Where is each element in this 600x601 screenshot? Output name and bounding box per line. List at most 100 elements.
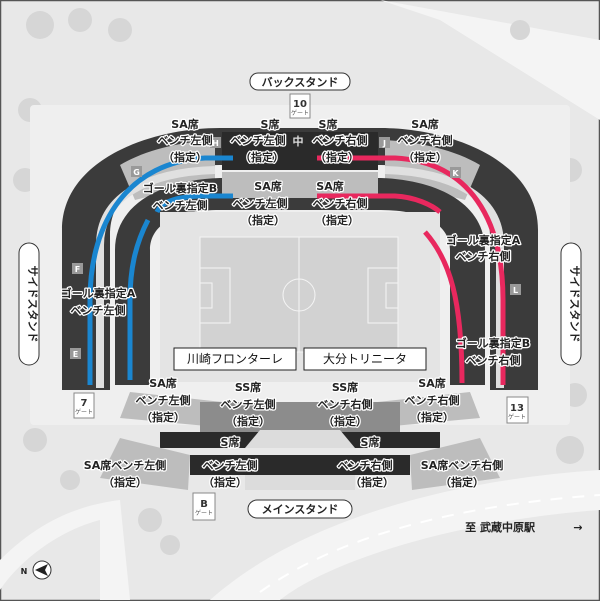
- svg-text:（指定）: （指定）: [203, 475, 247, 489]
- svg-text:SA席: SA席: [316, 179, 343, 193]
- main-stand-sign: メインスタンド: [247, 499, 353, 519]
- svg-text:ベンチ右側: ベンチ右側: [318, 397, 373, 411]
- svg-text:S席: S席: [221, 435, 240, 449]
- svg-text:S席: S席: [261, 117, 280, 131]
- svg-text:SS席: SS席: [235, 380, 261, 394]
- svg-text:SA席: SA席: [149, 376, 176, 390]
- svg-text:（指定）: （指定）: [163, 150, 207, 164]
- direction-musashi-nakahara: 至 武蔵中原駅 →: [465, 520, 582, 534]
- kawasaki-line-inner: [154, 193, 233, 214]
- svg-text:ゴール裏指定B: ゴール裏指定B: [456, 336, 530, 350]
- svg-text:ベンチ左側: ベンチ左側: [231, 133, 286, 147]
- road-bottom: [210, 470, 600, 600]
- svg-text:（指定）: （指定）: [315, 213, 359, 227]
- svg-text:（指定）: （指定）: [141, 410, 185, 424]
- oita-line-outer: [317, 155, 506, 385]
- side-stand-left-label: サイドスタンド: [26, 266, 39, 343]
- arrow-right-icon: →: [573, 521, 582, 534]
- kawasaki-line-inner-lower: [127, 218, 151, 380]
- side-stand-right-label: サイドスタンド: [568, 266, 581, 343]
- svg-text:（指定）: （指定）: [315, 150, 359, 164]
- svg-text:ベンチ左側: ベンチ左側: [136, 393, 191, 407]
- back-s-block[interactable]: [222, 132, 378, 170]
- inner-stand-ring: [115, 178, 485, 385]
- road-bottom-left: [0, 500, 130, 600]
- svg-text:ゲート: ゲート: [195, 509, 213, 517]
- svg-text:ベンチ右側: ベンチ右側: [466, 353, 521, 367]
- svg-text:（指定）: （指定）: [350, 475, 394, 489]
- svg-text:ゲート: ゲート: [291, 109, 309, 117]
- gate-13: 13 ゲート: [506, 396, 529, 424]
- svg-text:（指定）: （指定）: [323, 414, 367, 428]
- gate-b: B ゲート: [192, 492, 216, 521]
- back-stand-label: バックスタンド: [262, 76, 339, 89]
- main-ss-block[interactable]: [200, 402, 400, 432]
- main-stand-label: メインスタンド: [262, 503, 339, 516]
- oita-route: [317, 155, 506, 385]
- svg-text:SA席: SA席: [254, 179, 281, 193]
- svg-text:（指定）: （指定）: [240, 150, 284, 164]
- svg-text:ベンチ右側: ベンチ右側: [313, 196, 368, 210]
- team-away-label: 大分トリニータ: [323, 352, 407, 366]
- svg-text:ゲート: ゲート: [75, 408, 93, 416]
- svg-text:ベンチ右側: ベンチ右側: [456, 249, 511, 263]
- svg-text:ゴール裏指定A: ゴール裏指定A: [61, 286, 136, 300]
- svg-text:B: B: [200, 499, 208, 510]
- main-outer-center: [245, 475, 355, 490]
- main-vip-area: [245, 430, 355, 448]
- compass: N: [21, 560, 52, 580]
- svg-text:E: E: [73, 350, 78, 359]
- gate-7: 7 ゲート: [73, 392, 95, 419]
- north-label: N: [21, 567, 28, 576]
- svg-text:S席: S席: [361, 435, 380, 449]
- svg-text:SA席ベンチ右側: SA席ベンチ右側: [421, 458, 503, 472]
- svg-text:中: 中: [293, 134, 304, 148]
- svg-text:SA席: SA席: [411, 117, 438, 131]
- svg-text:（指定）: （指定）: [103, 475, 147, 489]
- svg-text:ベンチ左側: ベンチ左側: [71, 303, 126, 317]
- main-outer-sa-right-block[interactable]: [410, 438, 500, 490]
- svg-text:（指定）: （指定）: [410, 410, 454, 424]
- side-stand-left-sign: サイドスタンド: [18, 242, 40, 366]
- svg-text:13: 13: [510, 403, 524, 414]
- back-stand-sign: バックスタンド: [249, 72, 351, 91]
- svg-text:ベンチ右側: ベンチ右側: [338, 458, 393, 472]
- kawasaki-line-outer: [87, 155, 233, 385]
- north-arrow-icon: [35, 564, 48, 576]
- svg-text:SA席ベンチ左側: SA席ベンチ左側: [84, 458, 166, 472]
- direction-label: 至 武蔵中原駅: [465, 520, 535, 534]
- main-outer-s-block[interactable]: [190, 455, 410, 475]
- svg-text:ベンチ左側: ベンチ左側: [158, 133, 213, 147]
- gate-10: 10 ゲート: [289, 93, 311, 119]
- svg-text:（指定）: （指定）: [403, 150, 447, 164]
- road-top-right: [380, 0, 600, 120]
- main-outer-sa-left-block[interactable]: [100, 438, 190, 490]
- svg-text:ベンチ右側: ベンチ右側: [313, 133, 368, 147]
- kawasaki-route: [87, 155, 233, 385]
- outer-stand-ring: [62, 128, 538, 390]
- svg-text:ベンチ左側: ベンチ左側: [153, 198, 208, 212]
- svg-text:ゴール裏指定B: ゴール裏指定B: [143, 181, 217, 195]
- block-letters: G H J K F E L: [70, 137, 521, 359]
- oita-line-inner: [317, 193, 442, 214]
- svg-text:ベンチ左側: ベンチ左側: [203, 458, 258, 472]
- svg-text:SS席: SS席: [332, 380, 358, 394]
- svg-text:7: 7: [81, 398, 88, 409]
- svg-text:ゲート: ゲート: [508, 413, 526, 421]
- road-center-line: [259, 494, 600, 593]
- svg-text:G: G: [133, 168, 140, 177]
- svg-text:L: L: [513, 286, 518, 295]
- pitch: [199, 236, 399, 353]
- svg-text:F: F: [75, 265, 80, 274]
- svg-text:（指定）: （指定）: [440, 475, 484, 489]
- team-home-label: 川崎フロンターレ: [187, 352, 283, 366]
- svg-text:ベンチ右側: ベンチ右側: [405, 393, 460, 407]
- team-away-box: 大分トリニータ: [303, 347, 427, 371]
- svg-text:ベンチ左側: ベンチ左側: [233, 196, 288, 210]
- svg-text:H: H: [212, 139, 219, 148]
- svg-text:SA席: SA席: [418, 376, 445, 390]
